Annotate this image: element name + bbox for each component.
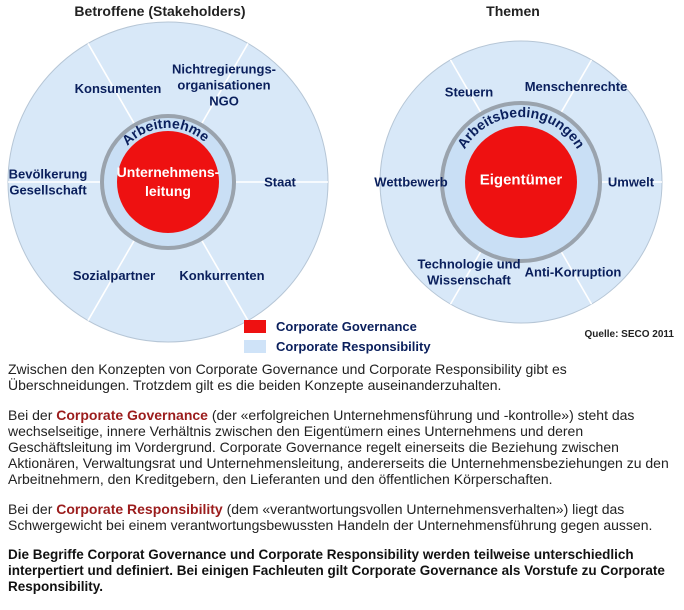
term-corporate-governance: Corporate Governance bbox=[56, 407, 208, 423]
right-core bbox=[465, 126, 577, 238]
left-core bbox=[117, 131, 219, 233]
legend-swatch bbox=[244, 340, 266, 353]
left-circle-diagram: Konsumenten Nichtregierungs-organisatione… bbox=[0, 0, 329, 343]
term-corporate-responsibility: Corporate Responsibility bbox=[56, 501, 223, 517]
paragraph-intro: Zwischen den Konzepten von Corporate Gov… bbox=[8, 361, 567, 393]
p2-body: (der «erfolgreichen Unternehmensführung … bbox=[8, 407, 669, 487]
right-segment-label: Umwelt bbox=[608, 175, 655, 190]
right-segment-label: Menschenrechte bbox=[525, 79, 628, 94]
left-title: Betroffene (Stakeholders) bbox=[74, 3, 245, 19]
paragraph-governance: Bei der Corporate Governance (der «erfol… bbox=[8, 407, 678, 487]
legend-swatch bbox=[244, 320, 266, 333]
p3-body: (dem «verantwortungsvollen Unternehmensv… bbox=[8, 501, 653, 533]
right-segment-label: Anti-Korruption bbox=[525, 265, 622, 280]
p3-lead: Bei der bbox=[8, 501, 57, 517]
right-segment-divider bbox=[449, 59, 483, 114]
left-segment-divider bbox=[200, 238, 249, 321]
legend-label: Corporate Governance bbox=[276, 319, 417, 334]
right-circle-diagram: Steuern MenschenrechteUmweltAnti-Korrupti… bbox=[374, 3, 663, 324]
right-segment-divider bbox=[449, 250, 483, 305]
left-segment-divider bbox=[87, 43, 136, 126]
p2-lead: Bei der bbox=[8, 407, 57, 423]
left-segment-label: Staat bbox=[264, 175, 296, 190]
right-core-label: Eigentümer bbox=[480, 172, 563, 189]
legend-label: Corporate Responsibility bbox=[276, 339, 431, 354]
body-text: Zwischen den Konzepten von Corporate Gov… bbox=[8, 361, 678, 609]
source-note: Quelle: SECO 2011 bbox=[585, 329, 675, 340]
left-segment-divider bbox=[87, 238, 136, 321]
right-segment-label: Wettbewerb bbox=[374, 175, 447, 190]
paragraph-conclusion: Die Begriffe Corporat Governance und Cor… bbox=[8, 547, 665, 594]
left-segment-label: Konsumenten bbox=[75, 81, 162, 96]
right-segment-label: Steuern bbox=[445, 84, 493, 99]
diagram-canvas: Konsumenten Nichtregierungs-organisatione… bbox=[0, 0, 675, 354]
left-segment-label: Sozialpartner bbox=[73, 268, 155, 283]
right-segment-divider bbox=[559, 250, 593, 305]
left-segment-label: Konkurrenten bbox=[179, 268, 264, 283]
left-segment-divider bbox=[200, 43, 249, 126]
right-segment-divider bbox=[559, 59, 593, 114]
left-core-label: Unternehmens-leitung bbox=[117, 164, 220, 199]
paragraph-responsibility: Bei der Corporate Responsibility (dem «v… bbox=[8, 501, 678, 533]
right-title: Themen bbox=[486, 3, 540, 19]
stakeholder-themen-diagram: Konsumenten Nichtregierungs-organisatione… bbox=[0, 0, 675, 354]
